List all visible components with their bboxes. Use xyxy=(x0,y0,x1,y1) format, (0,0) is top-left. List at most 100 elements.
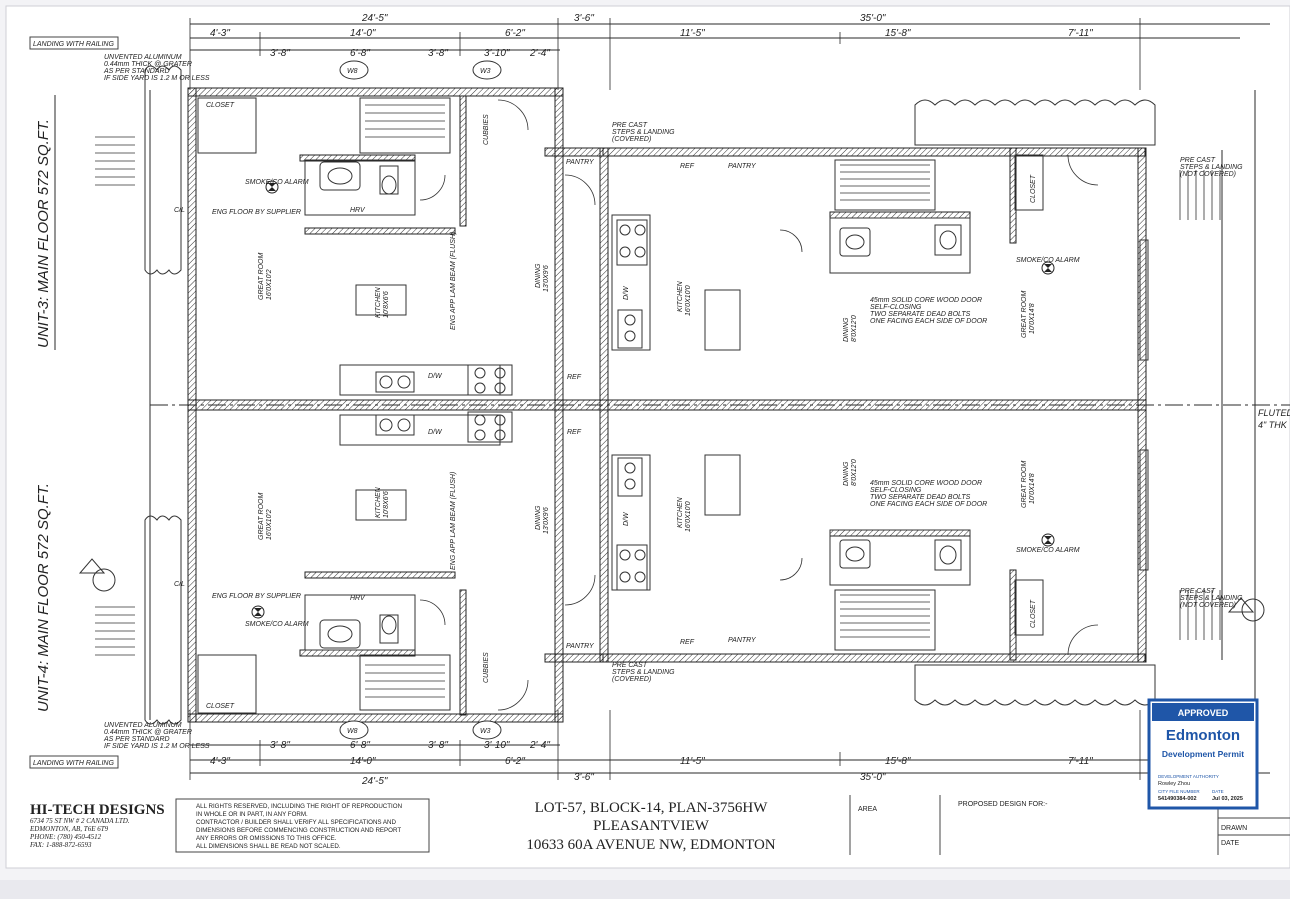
precast-right-top-1: STEPS & LANDING xyxy=(1180,164,1243,171)
door-swings xyxy=(419,99,1099,711)
stamp-file-label: CITY FILE NUMBER xyxy=(1158,789,1200,794)
kitchen-lower-right: KITCHEN xyxy=(677,496,684,528)
pantry-lower-left: PANTRY xyxy=(566,643,595,650)
dim-sub-bot-0: 4'-3" xyxy=(210,756,230,767)
dim-sub-bot2-2: 3'-8" xyxy=(428,740,448,751)
precast-right-top-0: PRE CAST xyxy=(1180,157,1216,164)
ref-lower-left: REF xyxy=(567,429,582,436)
window-tag-w8-upper: W8 xyxy=(347,68,358,75)
kitchen-upper-right: KITCHEN xyxy=(677,280,684,312)
title-block xyxy=(175,795,1290,855)
unit-4-label: UNIT-4: MAIN FLOOR 572 SQ.FT. xyxy=(35,483,52,712)
company-line-2: PHONE: (780) 450-4512 xyxy=(29,833,102,841)
closet-upper-right: CLOSET xyxy=(1030,174,1037,203)
dining-lower-right-size: 8'0X12'0 xyxy=(851,459,858,486)
rights-line-5: ALL DIMENSIONS SHALL BE READ NOT SCALED. xyxy=(196,843,341,850)
landing-note-top: LANDING WITH RAILING xyxy=(33,41,114,48)
precast-top-1: STEPS & LANDING xyxy=(612,129,675,136)
company-line-1: EDMONTON, AB, T6E 6T9 xyxy=(29,825,109,833)
dim-top-mid: 3'-6" xyxy=(574,13,594,24)
door-note-top-1: SELF-CLOSING xyxy=(870,304,922,311)
eng-beam-lower: ENG APP LAM BEAM (FLUSH) xyxy=(450,472,457,570)
dw-upper: D/W xyxy=(428,373,443,380)
dw-upper-right: D/W xyxy=(623,285,630,300)
rights-line-4: ANY ERRORS OR OMISSIONS TO THIS OFFICE. xyxy=(196,835,337,842)
precast-right-bot-1: STEPS & LANDING xyxy=(1180,595,1243,602)
area-name: PLEASANTVIEW xyxy=(593,818,710,834)
dim-sub-top-2: 6'-2" xyxy=(505,28,525,39)
grate-note-top-3: IF SIDE YARD IS 1.2 M OR LESS xyxy=(104,75,210,82)
eng-beam-upper: ENG APP LAM BEAM (FLUSH) xyxy=(450,232,457,330)
great-room-lower-right: GREAT ROOM xyxy=(1021,461,1028,508)
precast-top-2: (COVERED) xyxy=(612,136,651,143)
dining-upper-right-size: 8'0X12'0 xyxy=(851,315,858,342)
closet-lower-left: CLOSET xyxy=(206,703,235,710)
address-line: 10633 60A AVENUE NW, EDMONTON xyxy=(526,837,775,853)
hrv-lower: HRV xyxy=(350,595,366,602)
dim-bot-right: 35'-0" xyxy=(860,772,886,783)
pantry-upper-right: PANTRY xyxy=(728,163,757,170)
dim-sub-top-1: 14'-0" xyxy=(350,28,376,39)
cubbies-upper: CUBBIES xyxy=(483,114,490,145)
cl-upper: C/L xyxy=(174,207,185,214)
kitchen-upper-left: KITCHEN xyxy=(375,286,382,318)
grate-note-bot-2: AS PER STANDARD xyxy=(103,736,170,743)
great-room-lower: GREAT ROOM xyxy=(258,493,265,540)
fluted-note: FLUTED xyxy=(1258,408,1290,418)
dim-sub-bot-3: 11'-5" xyxy=(680,756,705,767)
smoke-alarm-icons xyxy=(251,180,1055,619)
grate-note-top-1: 0.44mm THICK @ GRATER xyxy=(104,61,192,68)
area-label: AREA xyxy=(858,806,877,813)
grate-note-top-0: UNVENTED ALUMINUM xyxy=(104,54,182,61)
door-note-bot-1: SELF-CLOSING xyxy=(870,487,922,494)
dining-lower-right: DINING xyxy=(843,461,850,486)
ref-lower-right: REF xyxy=(680,639,695,646)
stamp-city: Edmonton xyxy=(1166,727,1240,744)
company-line-3: FAX: 1-888-872-6593 xyxy=(29,841,92,849)
kitchen-upper-right-size: 16'0X10'0 xyxy=(685,285,692,316)
dining-upper-left-size: 13'0X9'6 xyxy=(543,265,550,292)
dim-sub-top-4: 15'-8" xyxy=(885,28,911,39)
drawn-label: DRAWN xyxy=(1221,825,1247,832)
great-room-upper-right: GREAT ROOM xyxy=(1021,291,1028,338)
dim-top-right: 35'-0" xyxy=(860,13,886,24)
grate-note-bot-1: 0.44mm THICK @ GRATER xyxy=(104,729,192,736)
dim-sub-top2-1: 6'-8" xyxy=(350,48,370,59)
dim-sub-bot-2: 6'-2" xyxy=(505,756,525,767)
hrv-upper: HRV xyxy=(350,207,366,214)
closet-lower-right: CLOSET xyxy=(1030,599,1037,628)
door-note-bot-0: 45mm SOLID CORE WOOD DOOR xyxy=(870,480,982,487)
kitchen-lower-right-size: 16'0X10'0 xyxy=(685,501,692,532)
plumbing-fixtures xyxy=(319,161,962,649)
dim-sub-bot2-1: 6'-8" xyxy=(350,740,370,751)
precast-bot-0: PRE CAST xyxy=(612,662,648,669)
dim-bot-left: 24'-5" xyxy=(361,776,388,787)
smoke-alarm-lower-right: SMOKE/CO ALARM xyxy=(1016,547,1080,554)
door-note-bot-3: ONE FACING EACH SIDE OF DOOR xyxy=(870,501,987,508)
great-room-upper-right-size: 10'0X14'8 xyxy=(1029,303,1036,334)
stamp-approved: APPROVED xyxy=(1178,708,1229,718)
grate-note-top-2: AS PER STANDARD xyxy=(103,68,170,75)
closet-upper-left: CLOSET xyxy=(206,102,235,109)
lower-scroll-strip[interactable] xyxy=(0,880,1290,899)
stairs xyxy=(95,104,1221,698)
unit-3-label: UNIT-3: MAIN FLOOR 572 SQ.FT. xyxy=(35,119,52,348)
dw-lower: D/W xyxy=(428,429,443,436)
dining-upper-left: DINING xyxy=(535,263,542,288)
dim-sub-bot2-3: 3'-10" xyxy=(484,740,510,751)
precast-top-0: PRE CAST xyxy=(612,122,648,129)
great-room-lower-size: 16'0X10'2 xyxy=(266,509,273,540)
door-note-bot-2: TWO SEPARATE DEAD BOLTS xyxy=(870,494,971,501)
dim-top-left: 24'-5" xyxy=(361,13,388,24)
eng-floor-lower: ENG FLOOR BY SUPPLIER xyxy=(212,593,301,600)
stamp-permit: Development Permit xyxy=(1162,749,1244,759)
dim-sub-top-3: 11'-5" xyxy=(680,28,705,39)
rights-line-2: CONTRACTOR / BUILDER SHALL VERIFY ALL SP… xyxy=(196,819,397,826)
great-room-upper-size: 16'0X10'2 xyxy=(266,269,273,300)
door-note-top-2: TWO SEPARATE DEAD BOLTS xyxy=(870,311,971,318)
company-line-0: 6734 75 ST NW # 2 CANADA LTD. xyxy=(30,817,130,825)
cl-lower: C/L xyxy=(174,581,185,588)
smoke-alarm-lower-left: SMOKE/CO ALARM xyxy=(245,621,309,628)
great-room-lower-right-size: 10'0X14'8 xyxy=(1029,473,1036,504)
